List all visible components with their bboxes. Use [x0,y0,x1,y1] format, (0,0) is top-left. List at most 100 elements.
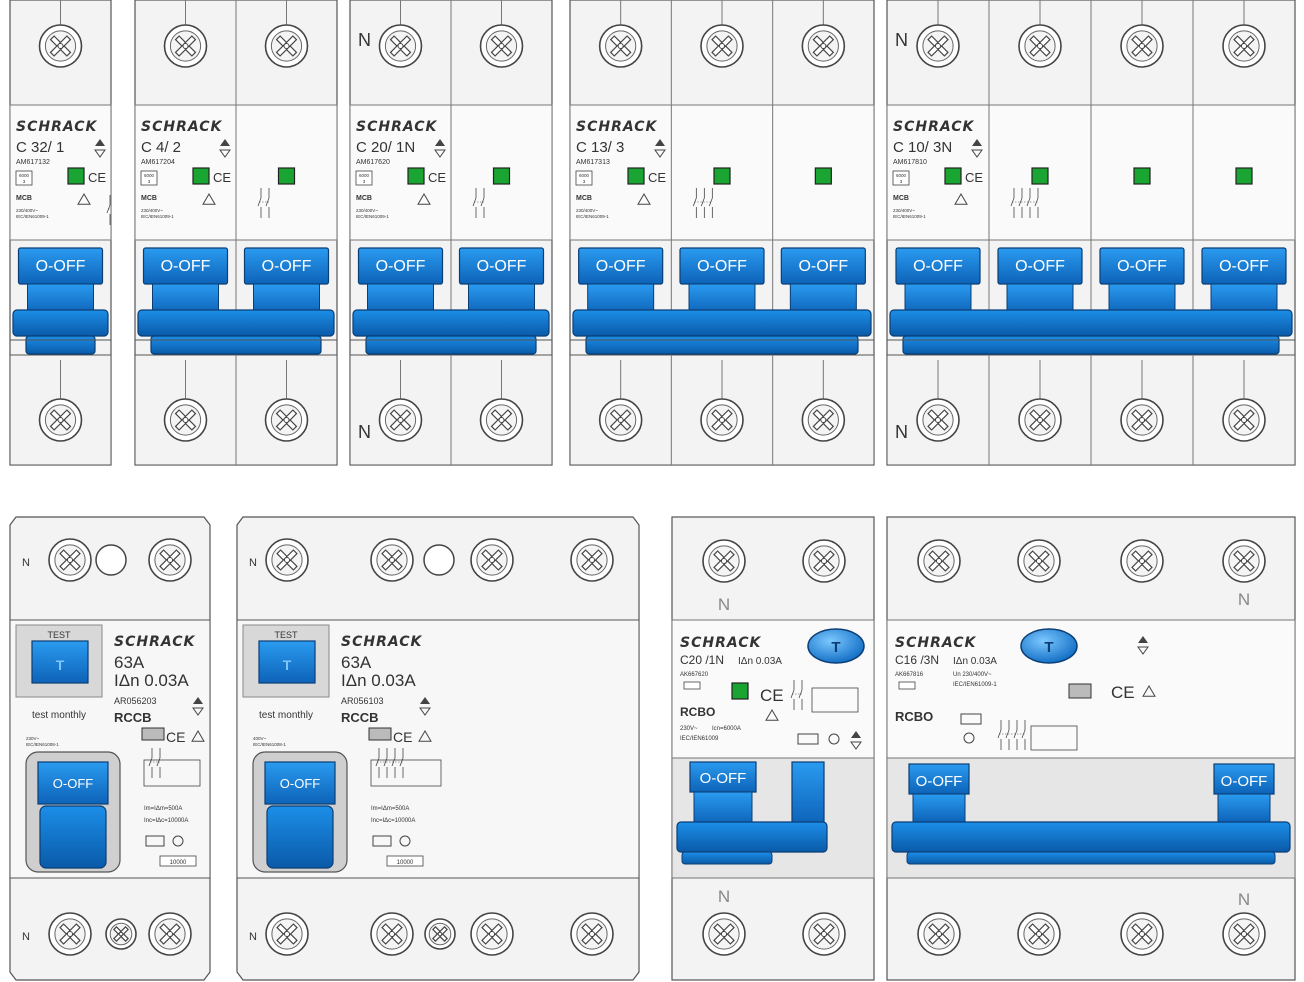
rating-label: C 10/ 3N [893,139,952,156]
voltage-text: 230/400V~ [576,208,598,213]
off-label: O-OFF [36,258,86,275]
brand-logo: SCHRACK [680,635,762,651]
terminal-screw-icon [470,538,514,582]
brand-logo: SCHRACK [893,119,975,135]
mcb-label: MCB [356,195,372,202]
neutral-mark-top: N [358,30,371,50]
test-hole [95,544,127,576]
pole-switch [1005,729,1010,739]
terminal-screw-icon [1222,24,1266,68]
badge-frame [15,170,33,186]
status-indicator [814,167,832,185]
up-arrow [420,697,430,704]
terminal-screw-icon [370,538,414,582]
current-rating: 63A [114,653,145,672]
lever-top [37,761,109,805]
terminal-screw-icon [1120,24,1164,68]
type-label: RCBO [680,705,715,719]
standard-text: IEC/IEN61009-1 [576,214,609,219]
pole-switch [1018,197,1023,207]
handle-bar [137,309,335,337]
ce-mark: CE [965,170,983,185]
test-label: TEST [274,630,298,640]
neutral-mark-bottom: N [358,422,371,442]
ce-mark: CE [1111,683,1135,702]
im-text: Im=IΔm=500A [144,806,182,812]
badge-sub: 3 [900,179,903,184]
handle-bar-lower [365,335,537,355]
lever-top [908,763,970,795]
down-arrow [419,707,431,716]
screw-center [397,42,404,50]
class-badge [683,681,701,690]
status-indicator [1235,167,1253,185]
test-button-glyph: T [283,657,292,673]
off-label: O-OFF [1015,258,1065,275]
toggle-lever: O-OFF [895,247,981,315]
status-indicator [192,167,210,185]
im-text: Im=IΔm=500A [371,806,409,812]
badge-text: 6000 [579,173,590,178]
rating-label: C 4/ 2 [141,139,181,156]
screw-center [1240,557,1248,565]
off-label: O-OFF [53,776,93,791]
voltage-text: 230/400V~ [141,208,163,213]
screw-center [720,930,728,938]
terminal-screw-icon [1222,539,1266,583]
brand-logo: SCHRACK [895,635,977,651]
badge-text: 6000 [896,173,907,178]
circuit-diagram-icon [811,687,859,713]
on-off-arrows-icon [434,139,446,158]
waveform-icon [797,733,819,745]
screw-center [1035,557,1043,565]
window-indicator [1068,683,1092,699]
status-indicator [67,167,85,185]
screw-center [820,416,827,424]
standard-text: IEC/IEN61009-1 [953,682,997,688]
rating-label: C20 /1N [680,653,724,667]
off-label: O-OFF [1117,258,1167,275]
toggle-lever: O-OFF [17,247,104,315]
terminal-screw-icon [700,24,744,68]
off-label: O-OFF [280,776,320,791]
pole-switch [480,197,485,207]
rating-label: C 32/ 1 [16,139,64,156]
article-code: AM617620 [356,159,390,166]
lever-body [152,283,219,315]
terminal-screw-icon [702,912,746,956]
neutral-mark-bottom: N [22,931,30,943]
article-code: AM617313 [576,159,610,166]
down-arrow [1137,646,1149,655]
screw-center [820,557,828,565]
toggle-lever: O-OFF [1099,247,1185,315]
screw-center [283,416,290,424]
screw-center [182,416,189,424]
terminal-screw-icon [917,912,961,956]
badge-text: 6000 [144,173,155,178]
terminal-screw-icon [801,398,846,442]
warning-triangle-icon [765,709,779,721]
screw-center [588,930,596,938]
aux-lever [791,761,825,825]
screw-center [498,416,505,424]
lever-top [1213,763,1275,795]
status-indicator [277,167,296,185]
screw-center [57,416,64,424]
mcb-label: MCB [16,195,32,202]
lever-top [264,761,336,805]
handle-bar [352,309,550,337]
warning-triangle-icon [202,193,216,205]
neutral-mark-top: N [718,595,730,614]
lever-body [1217,793,1271,823]
badge-frame [575,170,593,186]
toggle-lever: O-OFF [357,247,444,315]
lever-body [39,805,107,869]
mcb-label: MCB [893,195,909,202]
triangle [418,730,432,742]
handle-bar-lower [585,335,859,355]
window-indicator [368,727,392,741]
